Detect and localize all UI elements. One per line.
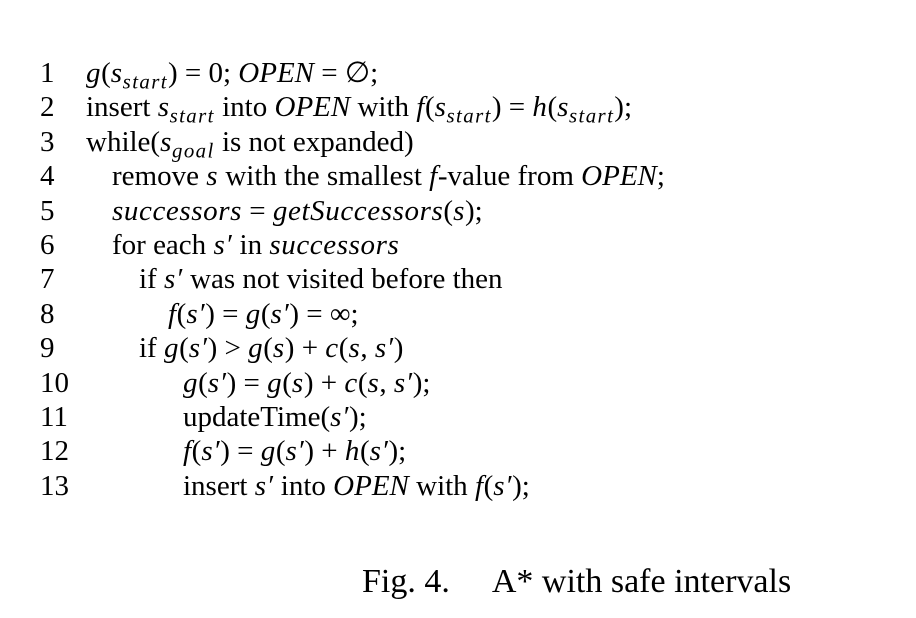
line-content: updateTime(s′); [183, 400, 367, 433]
line-content: f(s′) = g(s′) = ∞; [168, 297, 359, 330]
algorithm-line-12: 12 f(s′) = g(s′) + h(s′); [40, 434, 900, 468]
line-content: if s′ was not visited before then [139, 263, 503, 296]
line-number: 6 [40, 228, 55, 261]
line-content: f(s′) = g(s′) + h(s′); [183, 435, 407, 468]
line-number: 7 [40, 263, 55, 296]
line-content: successors = getSuccessors(s); [112, 194, 483, 227]
line-content: while(sgoal is not expanded) [86, 125, 414, 163]
algorithm-listing: 1 g(sstart) = 0; OPEN = ∅; 2 insert ssta… [40, 56, 900, 503]
algorithm-line-8: 8 f(s′) = g(s′) = ∞; [40, 297, 900, 331]
line-number: 2 [40, 91, 55, 124]
line-content: for each s′ in successors [112, 228, 400, 261]
line-content: remove s with the smallest f-value from … [112, 160, 665, 193]
algorithm-line-4: 4 remove s with the smallest f-value fro… [40, 159, 900, 193]
figure-label: Fig. 4. [362, 563, 450, 600]
algorithm-line-3: 3 while(sgoal is not expanded) [40, 125, 900, 162]
algorithm-line-7: 7 if s′ was not visited before then [40, 262, 900, 296]
line-number: 11 [40, 400, 68, 433]
line-number: 8 [40, 297, 55, 330]
line-number: 4 [40, 160, 55, 193]
algorithm-line-1: 1 g(sstart) = 0; OPEN = ∅; [40, 56, 900, 93]
line-number: 9 [40, 332, 55, 365]
line-number: 3 [40, 125, 55, 158]
algorithm-line-10: 10 g(s′) = g(s) + c(s, s′); [40, 366, 900, 400]
algorithm-line-9: 9 if g(s′) > g(s) + c(s, s′) [40, 331, 900, 365]
algorithm-line-2: 2 insert sstart into OPEN with f(sstart)… [40, 90, 900, 127]
algorithm-line-13: 13 insert s′ into OPEN with f(s′); [40, 469, 900, 503]
figure-caption: Fig. 4. A* with safe intervals [362, 558, 791, 606]
line-number: 1 [40, 57, 55, 89]
line-content: if g(s′) > g(s) + c(s, s′) [139, 332, 404, 365]
algorithm-line-6: 6 for each s′ in successors [40, 228, 900, 262]
line-number: 13 [40, 469, 69, 502]
line-number: 10 [40, 366, 69, 399]
line-content: g(sstart) = 0; OPEN = ∅; [86, 57, 379, 94]
line-content: insert s′ into OPEN with f(s′); [183, 469, 530, 502]
line-number: 5 [40, 194, 55, 227]
figure-title: A* with safe intervals [491, 563, 792, 600]
line-content: g(s′) = g(s) + c(s, s′); [183, 366, 431, 399]
line-number: 12 [40, 435, 69, 468]
algorithm-line-11: 11 updateTime(s′); [40, 400, 900, 434]
algorithm-line-5: 5 successors = getSuccessors(s); [40, 194, 900, 228]
line-content: insert sstart into OPEN with f(sstart) =… [86, 91, 633, 128]
